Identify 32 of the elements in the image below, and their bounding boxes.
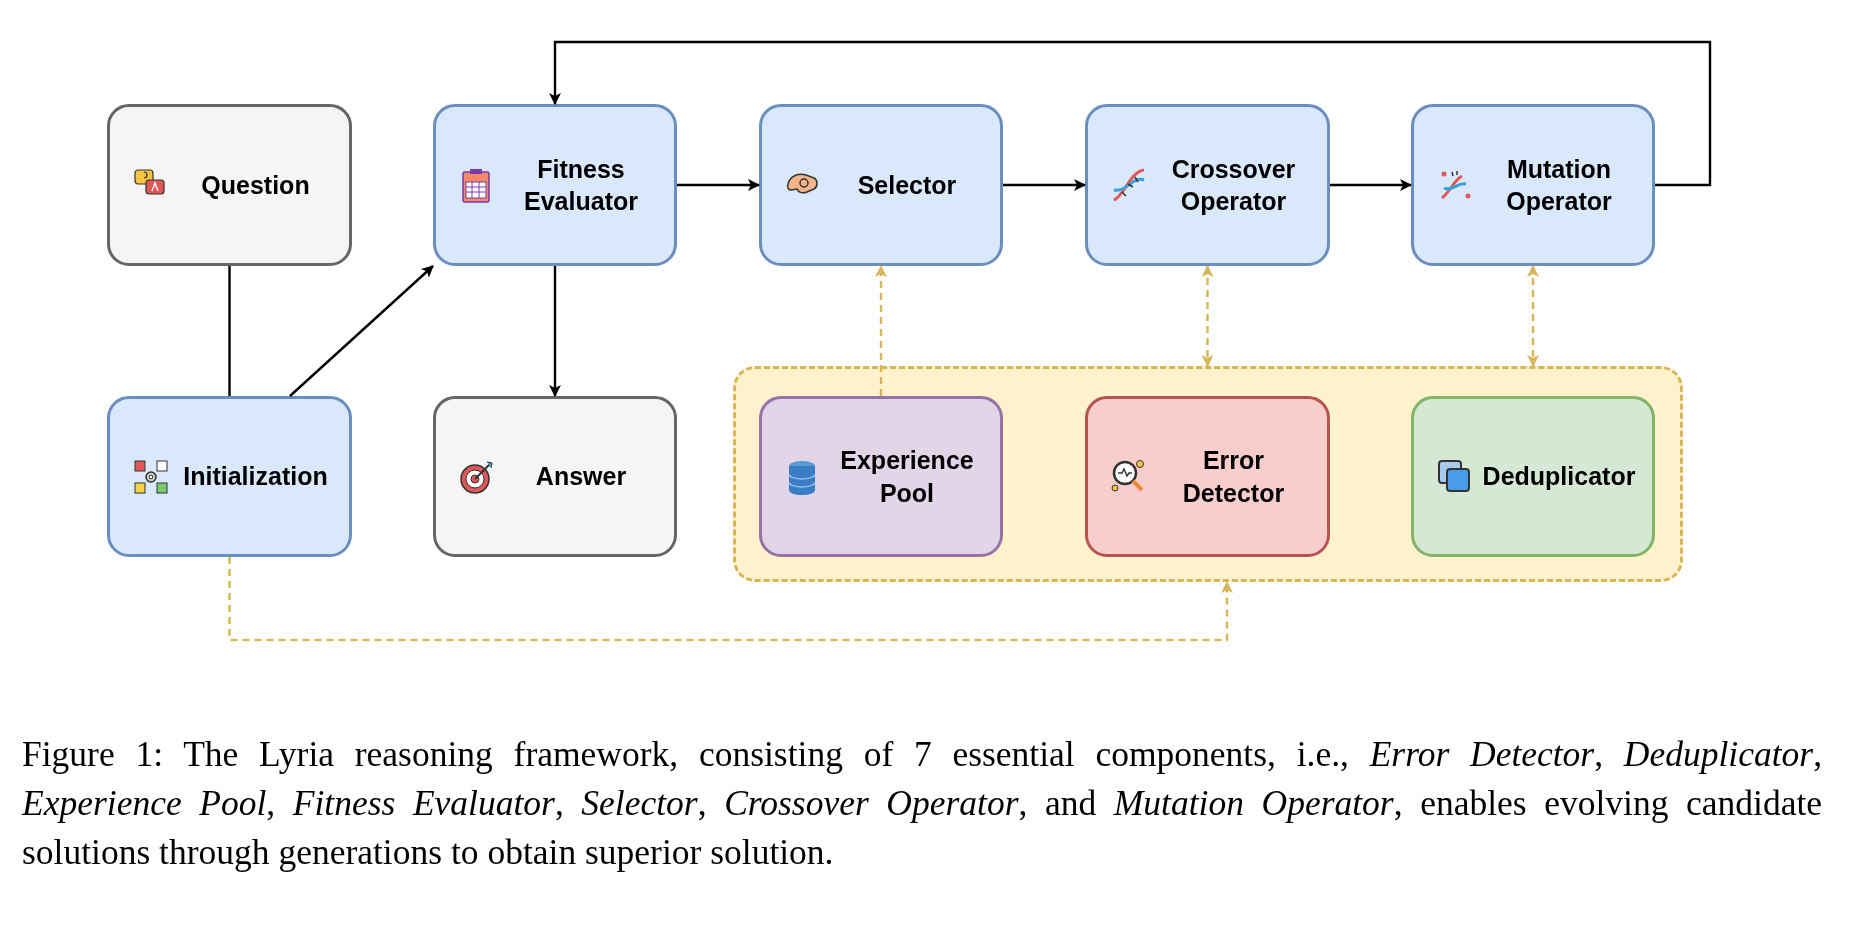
arrow bbox=[875, 265, 887, 396]
question-box bbox=[107, 104, 352, 266]
arrow bbox=[1201, 265, 1214, 367]
node-label: Error Detector bbox=[1181, 445, 1286, 509]
arrow bbox=[289, 265, 434, 397]
node-label: Fitness Evaluator bbox=[523, 153, 639, 217]
process-box bbox=[1411, 104, 1655, 266]
arrow bbox=[1330, 179, 1412, 191]
node-label: Crossover Operator bbox=[1170, 153, 1297, 217]
node-label: Mutation Operator bbox=[1505, 153, 1613, 217]
arrow bbox=[1003, 179, 1086, 191]
component-box bbox=[759, 396, 1003, 557]
node-label: Selector bbox=[856, 169, 958, 201]
figure-caption: Figure 1: The Lyria reasoning framework, consisting of 7 essential components, i.e., Error Detector, Deduplicator, Experience Pool, Fitness Evaluator, Selector, Crossover Operator, and Mutation Operator, enables evolving candidate solutions through generations to obtain superior solution. bbox=[22, 733, 1822, 874]
arrow bbox=[549, 40, 1712, 187]
process-box bbox=[759, 104, 1003, 266]
arrow bbox=[228, 557, 1233, 642]
arrow bbox=[677, 179, 760, 191]
node-label: Initialization bbox=[182, 461, 329, 493]
node-label: Deduplicator bbox=[1481, 461, 1637, 493]
node-label: Question bbox=[200, 169, 311, 201]
process-box bbox=[433, 104, 677, 266]
arrow bbox=[1527, 265, 1539, 367]
component-box bbox=[1085, 396, 1330, 557]
node-label: Answer bbox=[534, 461, 628, 493]
group-container bbox=[733, 366, 1683, 582]
answer-box bbox=[433, 396, 677, 557]
arrow bbox=[549, 266, 561, 397]
process-box bbox=[1085, 104, 1330, 266]
component-box bbox=[1411, 396, 1655, 557]
process-box bbox=[107, 396, 352, 557]
node-label: Experience Pool bbox=[839, 445, 975, 509]
